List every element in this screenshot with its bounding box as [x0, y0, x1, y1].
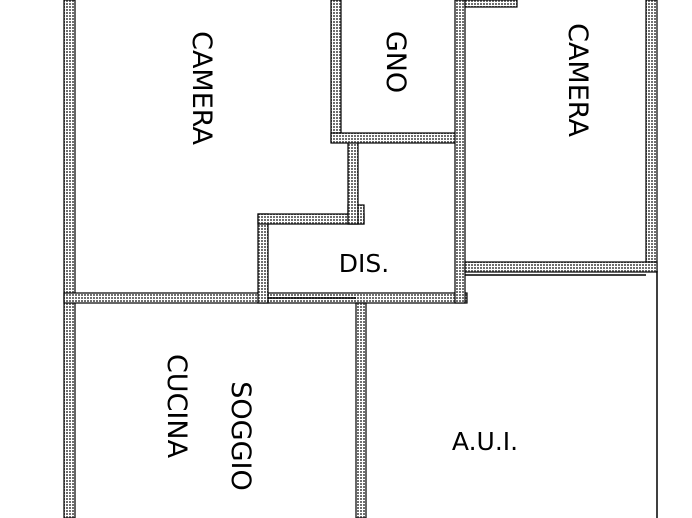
room-labels: CAMERA GNO CAMERA DIS. CUCINA SOGGIO A.U… [161, 23, 593, 491]
label-bagno: GNO [380, 31, 411, 93]
wall-corridor-left [347, 139, 359, 225]
wall-right-outer [645, 0, 658, 272]
wall-top-stub [464, 0, 518, 8]
thin-lines [268, 271, 658, 518]
label-camera-right: CAMERA [562, 23, 593, 137]
wall-camera-right-bottom [464, 261, 658, 273]
label-soggiorno: SOGGIO [225, 381, 256, 490]
wall-bagno-bottom [330, 132, 462, 144]
wall-camera-cucina [63, 292, 265, 304]
walls [63, 0, 658, 518]
wall-cucina-aui [355, 302, 367, 518]
wall-bagno-left [330, 0, 342, 143]
label-camera-left: CAMERA [186, 31, 217, 145]
label-aui: A.U.I. [452, 427, 518, 456]
label-cucina: CUCINA [161, 354, 192, 459]
label-dis: DIS. [339, 249, 389, 278]
wall-dis-left [257, 213, 269, 304]
wall-left-outer [63, 0, 76, 518]
wall-bagno-right [454, 0, 466, 304]
